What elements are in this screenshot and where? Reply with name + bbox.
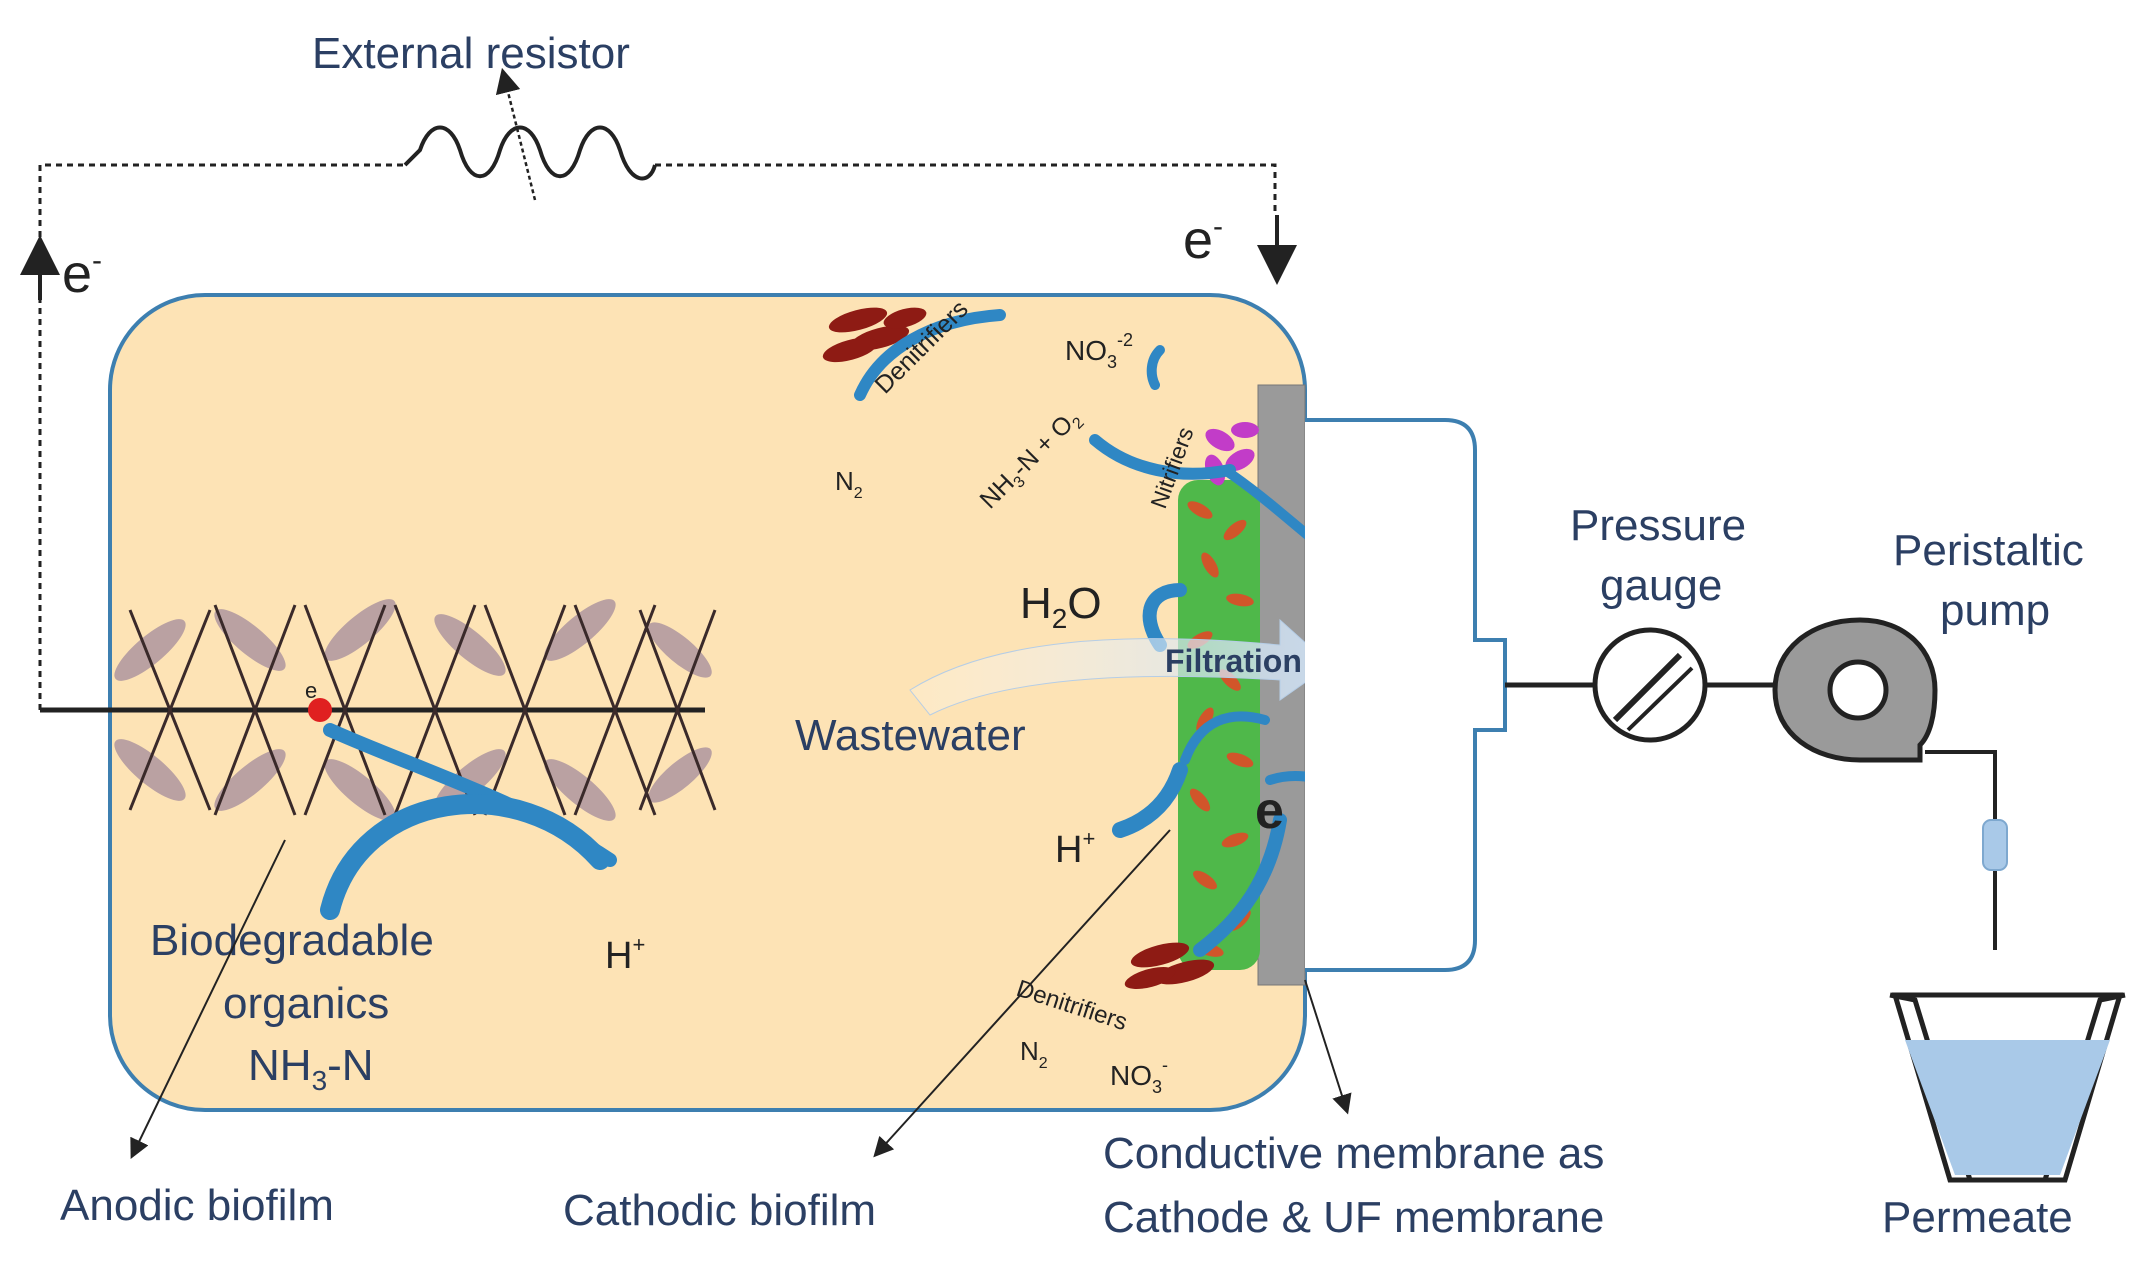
permeate-chamber	[1305, 418, 1507, 972]
denitrifier-cluster-top	[822, 307, 927, 363]
biodegradable-label-2: organics	[223, 979, 389, 1028]
cathodic-pointer	[873, 829, 1171, 1158]
resistor-icon	[403, 125, 657, 181]
cathode-electron-label: e	[1255, 782, 1284, 840]
wastewater-label: Wastewater	[795, 711, 1026, 760]
pressure-gauge-label-1: Pressure	[1570, 501, 1746, 550]
membrane-pointer	[1304, 979, 1352, 1115]
permeate-label: Permeate	[1882, 1193, 2073, 1242]
filtration-label: Filtration	[1165, 643, 1302, 679]
h-plus-right-label: H+	[1055, 826, 1095, 871]
anodic-biofilm-label: Anodic biofilm	[60, 1181, 334, 1230]
biodegradable-label-1: Biodegradable	[150, 916, 434, 965]
tube-connector	[1982, 819, 2008, 871]
resistor-adjust-arrow	[495, 67, 537, 201]
anodic-pointer	[130, 839, 286, 1160]
process-arrows	[320, 309, 1365, 957]
electron-right-text: e-	[1183, 210, 1223, 270]
external-resistor-label: External resistor	[312, 29, 630, 78]
h2o-left-label: H2O	[1020, 579, 1102, 634]
pressure-gauge-label-2: gauge	[1600, 561, 1722, 610]
cathodic-biofilm-label: Cathodic biofilm	[563, 1186, 876, 1235]
anode-electron-text: e	[305, 678, 317, 703]
n2-top-label: N2	[835, 466, 863, 502]
pump-label-2: pump	[1940, 586, 2050, 635]
electron-left-text: e-	[62, 244, 102, 304]
no3-top-label: NO3-2	[1065, 330, 1133, 372]
denitrifier-cluster-bottom	[1124, 942, 1215, 989]
anodic-biofilm	[114, 599, 717, 821]
biodegradable-label-3: NH3-N	[248, 1041, 374, 1096]
h-plus-left-label: H+	[605, 932, 645, 977]
outlet-tube-3	[1925, 750, 1997, 950]
membrane-label-1: Conductive membrane as	[1103, 1129, 1604, 1178]
pressure-gauge-icon	[1592, 627, 1708, 743]
membrane-label-2: Cathode & UF membrane	[1103, 1193, 1604, 1242]
pump-label-1: Peristaltic	[1893, 526, 2084, 575]
external-circuit-wire	[38, 163, 1277, 710]
n2-bottom-label: N2	[1020, 1036, 1048, 1072]
peristaltic-pump-icon	[1772, 617, 1938, 763]
no3-bottom-label: NO3-	[1110, 1055, 1168, 1097]
permeate-container	[1889, 992, 2126, 1183]
